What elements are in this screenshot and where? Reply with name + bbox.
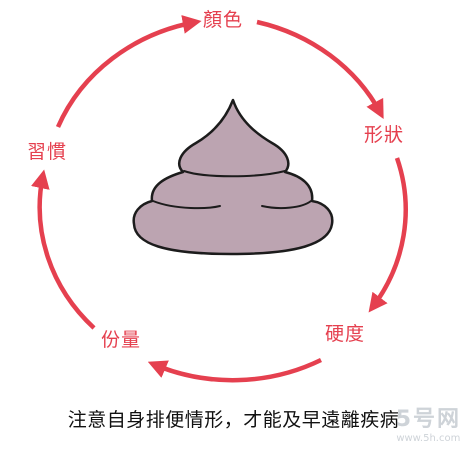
watermark-logo: 5号网 [395, 407, 461, 432]
label-shape: 形狀 [364, 124, 405, 146]
watermark-url: www.5h.com [396, 433, 461, 444]
label-amount: 份量 [101, 329, 142, 351]
arrow-habit-to-color [55, 15, 202, 128]
arrow-hardness-to-amount [147, 357, 322, 383]
label-color: 顏色 [203, 9, 244, 31]
label-habit: 習慣 [27, 141, 68, 163]
arrow-color-to-shape [256, 19, 384, 120]
watermark: 5号网 www.5h.com [396, 401, 461, 444]
caption-text: 注意自身排便情形，才能及早遠離疾病 [67, 409, 400, 431]
arrow-amount-to-habit [31, 169, 96, 330]
arrow-shape-to-hardness [368, 157, 408, 313]
label-hardness: 硬度 [325, 323, 366, 345]
poop-icon [132, 98, 334, 256]
